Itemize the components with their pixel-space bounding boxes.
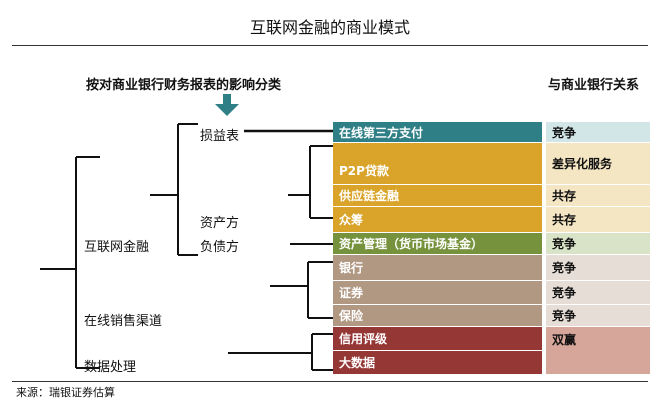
model-box-supply-chain-finance: 供应链金融	[333, 185, 542, 207]
left-header: 按对商业银行财务报表的影响分类	[86, 78, 282, 93]
relation-supply-chain-finance: 共存	[546, 185, 650, 207]
model-box-p2p-lending: P2P贷款	[333, 143, 542, 185]
model-box-bank: 银行	[333, 255, 542, 281]
footer-rule	[12, 381, 648, 382]
page-title: 互联网金融的商业模式	[249, 18, 410, 37]
relation-asset-management: 竞争	[546, 233, 650, 255]
title-rule	[12, 45, 648, 46]
branch-sales-channel: 在线销售渠道	[84, 314, 163, 329]
model-box-securities: 证券	[333, 281, 542, 305]
right-header: 与商业银行关系	[548, 78, 640, 93]
label-income-statement: 损益表	[200, 129, 240, 144]
label-asset-side: 资产方	[200, 216, 240, 231]
model-box-asset-management: 资产管理（货币市场基金）	[333, 233, 542, 255]
branch-data-processing: 数据处理	[84, 360, 137, 375]
model-box-insurance: 保险	[333, 305, 542, 327]
model-box-big-data: 大数据	[333, 351, 542, 375]
relation-win-win: 双赢	[546, 327, 650, 375]
model-box-third-party-payment: 在线第三方支付	[333, 122, 542, 143]
relation-crowdfunding: 共存	[546, 207, 650, 233]
root-label: 互联网金融	[84, 240, 150, 255]
relation-securities: 竞争	[546, 281, 650, 305]
relation-third-party-payment: 竞争	[546, 122, 650, 143]
label-liability-side: 负债方	[200, 240, 240, 255]
relation-insurance: 竞争	[546, 305, 650, 327]
relation-bank: 竞争	[546, 255, 650, 281]
model-box-credit-rating: 信用评级	[333, 327, 542, 351]
source-note: 来源：瑞银证券估算	[16, 386, 115, 399]
relation-p2p-lending: 差异化服务	[546, 143, 650, 185]
model-box-crowdfunding: 众筹	[333, 207, 542, 233]
